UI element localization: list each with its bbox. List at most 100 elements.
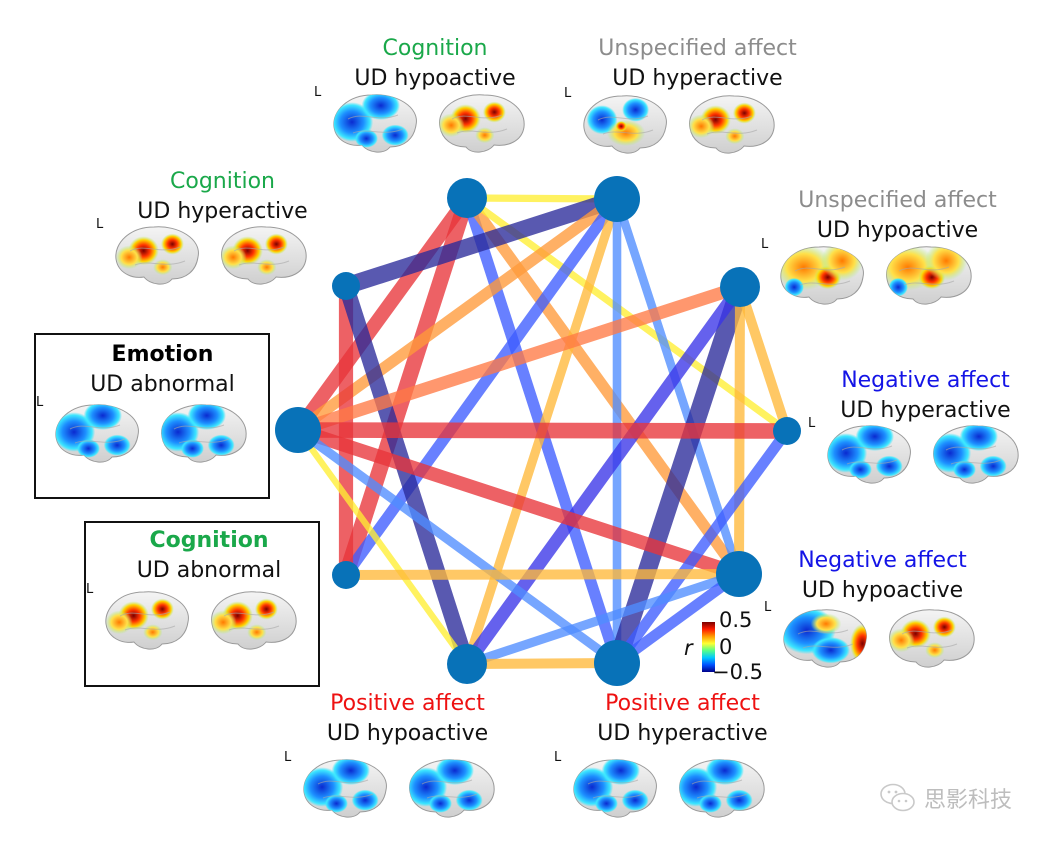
category-label: Cognition bbox=[149, 528, 269, 553]
hemisphere-left-marker: L bbox=[554, 750, 562, 765]
medial-view bbox=[402, 754, 498, 824]
category-label: Negative affect bbox=[841, 368, 1010, 393]
node-label-neg-hyper: Negative affect UD hyperactive bbox=[818, 366, 1033, 426]
edge-emotion_abn-neg_hyper bbox=[297, 422, 788, 439]
node-emotion_abn bbox=[275, 407, 321, 453]
edge-unspec_hyper-cog_hyper bbox=[343, 190, 620, 295]
medial-view bbox=[879, 241, 975, 311]
node-label-unspec-hyper: Unspecified affect UD hyperactive bbox=[580, 34, 815, 94]
edge-neg_hypo-pos_hypo bbox=[465, 569, 741, 669]
brain-map-unspec_hyper: L bbox=[564, 86, 788, 166]
edge-unspec_hyper-cog_abn bbox=[341, 195, 622, 579]
node-cog_abn bbox=[332, 561, 360, 589]
lateral-view bbox=[822, 420, 918, 490]
hemisphere-left-marker: L bbox=[96, 217, 104, 232]
lateral-view bbox=[778, 604, 874, 674]
edge-neg_hypo-pos_hyper bbox=[613, 569, 743, 668]
edge-unspec_hypo-pos_hyper bbox=[608, 284, 749, 666]
lateral-view bbox=[775, 241, 871, 311]
medial-view bbox=[926, 420, 1022, 490]
state-label: UD hyperactive bbox=[137, 199, 308, 224]
medial-view bbox=[214, 221, 310, 291]
node-neg_hypo bbox=[716, 551, 762, 597]
hemisphere-left-marker: L bbox=[314, 85, 322, 100]
medial-view bbox=[882, 604, 978, 674]
lateral-view bbox=[298, 754, 394, 824]
node-label-cog-hypo: Cognition UD hypoactive bbox=[335, 34, 535, 94]
colorbar-symbol: r bbox=[684, 636, 693, 660]
wechat-icon bbox=[880, 783, 915, 812]
edge-layer bbox=[292, 190, 792, 669]
state-label: UD hypoactive bbox=[326, 721, 489, 746]
state-label: UD hypoactive bbox=[816, 218, 979, 243]
node-neg_hyper bbox=[773, 417, 801, 445]
category-label: Emotion bbox=[111, 342, 214, 367]
node-layer bbox=[275, 176, 801, 686]
state-label: UD abnormal bbox=[136, 558, 282, 583]
lateral-view bbox=[568, 754, 664, 824]
hemisphere-left-marker: L bbox=[36, 395, 44, 410]
lateral-view bbox=[110, 221, 206, 291]
node-label-cog-abn: Cognition UD abnormal bbox=[104, 526, 314, 586]
node-label-pos-hyper: Positive affect UD hyperactive bbox=[575, 689, 790, 749]
node-unspec_hypo bbox=[720, 267, 760, 307]
state-label: UD hyperactive bbox=[612, 66, 783, 91]
node-pos_hypo bbox=[447, 644, 487, 684]
edge-cog_abn-neg_hypo bbox=[345, 569, 740, 580]
edge-unspec_hypo-neg_hyper bbox=[735, 285, 792, 433]
node-label-unspec-hypo: Unspecified affect UD hypoactive bbox=[780, 186, 1015, 246]
edge-unspec_hypo-pos_hypo bbox=[461, 283, 746, 668]
category-label: Cognition bbox=[170, 169, 275, 194]
medial-view bbox=[204, 586, 300, 656]
category-label: Negative affect bbox=[798, 548, 967, 573]
state-label: UD abnormal bbox=[90, 372, 235, 397]
state-label: UD hypoactive bbox=[801, 578, 964, 603]
medial-view bbox=[154, 399, 250, 469]
hemisphere-left-marker: L bbox=[761, 237, 769, 252]
node-label-cog-hyper: Cognition UD hyperactive bbox=[120, 167, 325, 227]
node-pos_hyper bbox=[594, 640, 640, 686]
brain-map-cog_hypo: L bbox=[314, 85, 538, 165]
node-unspec_hyper bbox=[594, 176, 640, 222]
edge-unspec_hyper-neg_hypo bbox=[612, 197, 744, 576]
node-label-neg-hypo: Negative affect UD hypoactive bbox=[775, 546, 990, 606]
edge-neg_hyper-pos_hyper bbox=[612, 427, 792, 667]
brain-map-pos_hyper: L bbox=[554, 750, 778, 830]
watermark: 思影科技 bbox=[878, 782, 1012, 814]
medial-view bbox=[682, 90, 778, 160]
lateral-view bbox=[100, 586, 196, 656]
edge-cog_hypo-emotion_abn bbox=[292, 193, 473, 435]
category-label: Unspecified affect bbox=[598, 36, 797, 61]
hemisphere-left-marker: L bbox=[564, 86, 572, 101]
category-label: Positive affect bbox=[330, 691, 485, 716]
node-label-pos-hypo: Positive affect UD hypoactive bbox=[305, 689, 510, 749]
node-label-emotion-abn: Emotion UD abnormal bbox=[55, 340, 270, 400]
node-cog_hyper bbox=[332, 272, 360, 300]
brain-map-pos_hypo: L bbox=[284, 750, 508, 830]
category-label: Cognition bbox=[382, 36, 488, 61]
node-cog_hypo bbox=[447, 178, 487, 218]
brain-map-neg_hypo: L bbox=[764, 600, 988, 680]
edge-emotion_abn-pos_hypo bbox=[295, 428, 470, 666]
edge-cog_hyper-pos_hypo bbox=[338, 283, 475, 667]
medial-view bbox=[672, 754, 768, 824]
edge-emotion_abn-neg_hypo bbox=[295, 423, 742, 581]
watermark-text: 思影科技 bbox=[924, 788, 1013, 813]
lateral-view bbox=[578, 90, 674, 160]
state-label: UD hyperactive bbox=[597, 721, 768, 746]
brain-map-neg_hyper: L bbox=[808, 416, 1032, 496]
edge-cog_hypo-neg_hypo bbox=[462, 194, 744, 578]
brain-map-emotion_abn: L bbox=[36, 395, 260, 475]
category-label: Unspecified affect bbox=[798, 188, 997, 213]
colorbar-min-label: −0.5 bbox=[712, 660, 763, 684]
brain-map-cog_abn: L bbox=[86, 582, 310, 662]
category-label: Positive affect bbox=[605, 691, 760, 716]
hemisphere-left-marker: L bbox=[86, 582, 94, 597]
medial-view bbox=[432, 89, 528, 159]
hemisphere-left-marker: L bbox=[764, 600, 772, 615]
lateral-view bbox=[328, 89, 424, 159]
edge-pos_hypo-pos_hyper bbox=[466, 658, 618, 669]
edge-emotion_abn-pos_hyper bbox=[295, 426, 620, 667]
colorbar-max-label: 0.5 bbox=[719, 608, 753, 632]
